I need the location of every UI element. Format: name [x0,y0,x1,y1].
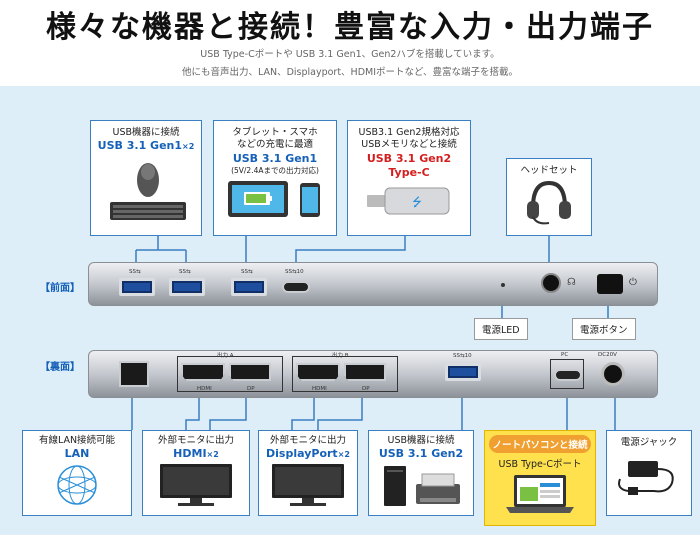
usb-gen1-box: USB機器に接続 USB 3.1 Gen1×2 [90,120,202,236]
usb-gen2-spec: USB 3.1 Gen2 [378,447,464,461]
dp-port-a[interactable] [229,363,271,381]
dc-label: DC20V [598,352,617,358]
usb-gen2-desc: USB機器に接続 [387,435,455,446]
lan-port[interactable] [119,361,149,387]
hdmi-a-label: HDMI [197,386,212,392]
dp-spec: DisplayPort [266,447,338,461]
subtitle-line-2: 他にも音声出力、LAN、Displayport、HDMIポートなど、豊富な端子を… [181,67,519,78]
hdmi-port-b[interactable] [296,363,340,381]
lan-box: 有線LAN接続可能 LAN [22,430,132,516]
ac-adapter-icon [618,461,674,496]
usb-gen1-desc: USB機器に接続 [112,127,180,138]
dc-jack[interactable] [601,362,625,386]
hdmi-box: 外部モニタに出力 HDMI×2 [142,430,250,516]
usb-memory-icon: ⭍ [367,187,450,215]
notebook-desc: USB Type-Cポート [498,459,582,470]
usb-port-front-2[interactable] [169,278,205,296]
usb-port-front-charge[interactable] [231,278,267,296]
hdmi-count: ×2 [206,450,219,460]
charge-box: タブレット・スマホ などの充電に最適 USB 3.1 Gen1 (5V/2.4A… [213,120,337,236]
device-front: SS⇆ SS⇆ SS⇆ SS⇆10 ☊ ⏻ [88,262,658,306]
usb-gen1-count: ×2 [182,142,195,152]
usb-mark-2: SS⇆ [179,269,191,275]
gen2-type: Type-C [388,165,430,179]
usb-port-back[interactable] [445,363,481,381]
tablet-phone-icon [228,180,320,217]
usb-gen2-mark: SS⇆10 [453,353,472,359]
svg-text:⭍: ⭍ [412,195,422,209]
hdmi-desc: 外部モニタに出力 [157,435,234,446]
notebook-box: ノートパソコンと接続 USB Type-Cポート [484,430,596,526]
hdmi-spec: HDMI [173,447,207,461]
page-title: 様々な機器と接続！豊富な入力・出力端子 [46,10,654,45]
lan-desc: 有線LAN接続可能 [38,435,116,446]
gen2-desc-2: USBメモリなどと接続 [361,139,457,151]
dp-a-label: DP [247,386,255,392]
lan-spec: LAN [64,447,90,461]
power-jack-desc: 電源ジャック [620,437,678,448]
mouse-keyboard-icon [110,162,186,220]
usb-gen1-spec: USB 3.1 Gen1 [97,139,183,153]
network-icon [57,464,97,505]
headset-box: ヘッドセット [506,158,592,236]
back-label: 【裏面】 [40,362,80,373]
usb-port-front-1[interactable] [119,278,155,296]
dp-desc: 外部モニタに出力 [269,435,346,446]
output-b-group [292,356,398,392]
gen2-desc-1: USB3.1 Gen2規格対応 [358,127,460,138]
headset-desc: ヘッドセット [520,165,578,176]
laptop-icon [506,475,574,514]
usbc-port-front[interactable] [282,281,310,293]
monitor-icon [160,463,232,506]
headset-icon [527,181,571,225]
charge-note: (5V/2.4Aまでの出力対応) [231,165,319,175]
usbc-pc-port[interactable] [554,369,582,381]
power-button[interactable] [597,274,623,294]
monitor-icon [272,463,344,506]
dp-box: 外部モニタに出力 DisplayPort×2 [258,430,358,516]
hdmi-port-a[interactable] [181,363,225,381]
usb-gen2-box: USB機器に接続 USB 3.1 Gen2 [368,430,474,516]
output-a-label: 出力 A [217,353,234,359]
charge-desc-1: タブレット・スマホ [232,127,318,138]
pc-label: PC [561,352,569,358]
power-button-callout: 電源ボタン [572,318,636,340]
charge-spec: USB 3.1 Gen1 [232,151,318,165]
dp-b-label: DP [362,386,370,392]
hdmi-b-label: HDMI [312,386,327,392]
front-label: 【前面】 [40,283,80,294]
power-led [501,283,505,287]
usbc-mark: SS⇆10 [285,269,304,275]
gen2-spec: USB 3.1 Gen2 [366,151,452,165]
power-led-callout: 電源LED [474,318,528,340]
dp-count: ×2 [337,450,350,460]
gen2-c-box: USB3.1 Gen2規格対応 USBメモリなどと接続 USB 3.1 Gen2… [347,120,471,236]
usb-mark-1: SS⇆ [129,269,141,275]
output-a-group [177,356,283,392]
dp-port-b[interactable] [344,363,386,381]
charge-desc-2: などの充電に最適 [236,139,313,151]
hdd-printer-icon [384,465,460,506]
output-b-label: 出力 B [332,353,349,359]
pc-port-group [550,359,584,389]
subtitle-line-1: USB Type-Cポートや USB 3.1 Gen1、Gen2ハブを搭載してい… [200,49,500,60]
headset-jack[interactable] [541,273,561,293]
power-icon: ⏻ [629,277,637,288]
device-back: 出力 A HDMI DP 出力 B HDMI DP SS⇆10 PC DC20V [88,350,658,398]
power-jack-box: 電源ジャック [606,430,692,516]
headphone-icon: ☊ [567,277,576,288]
notebook-banner: ノートパソコンと接続 [489,435,591,453]
usb-mark-3: SS⇆ [241,269,253,275]
